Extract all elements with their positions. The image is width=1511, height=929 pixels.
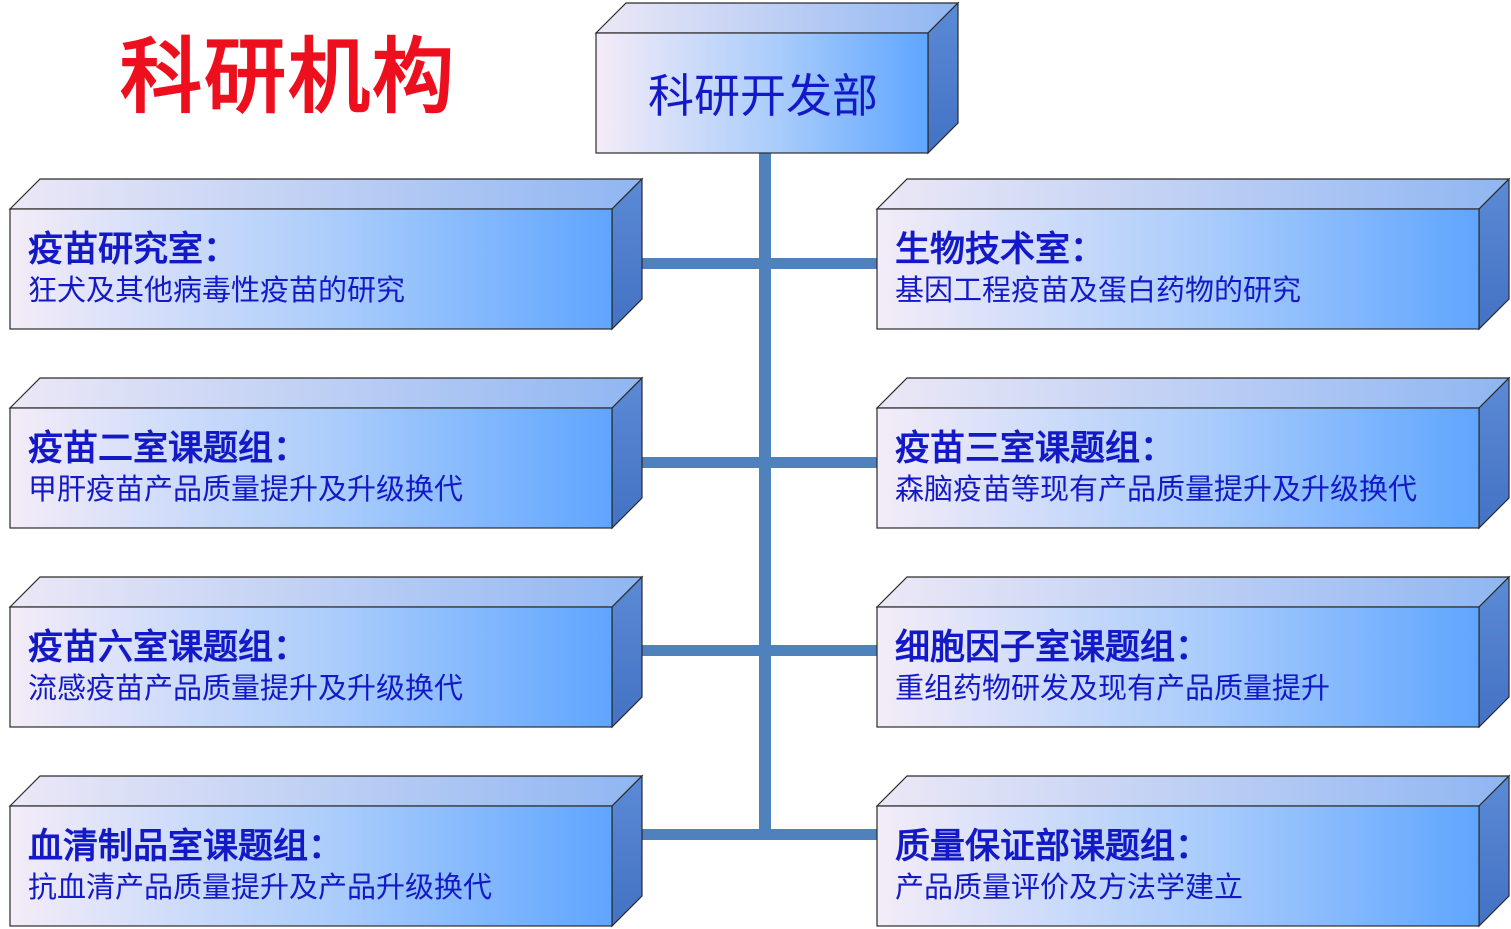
dept-left-4: 血清制品室课题组： 抗血清产品质量提升及产品升级换代: [10, 807, 605, 925]
dept-box-left-4: [8, 774, 644, 928]
page-title: 科研机构: [120, 29, 457, 125]
dept-box-right-3: [875, 575, 1511, 729]
dept-description: 基因工程疫苗及蛋白药物的研究: [895, 273, 1302, 307]
dept-description: 抗血清产品质量提升及产品升级换代: [28, 870, 493, 904]
dept-box-right-1: [875, 177, 1511, 331]
dept-description: 流感疫苗产品质量提升及升级换代: [28, 671, 464, 705]
dept-box-left-2: [8, 376, 644, 530]
dept-name: 生物技术室：: [895, 228, 1106, 270]
dept-name: 质量保证部课题组：: [895, 825, 1211, 867]
dept-left-1: 疫苗研究室： 狂犬及其他病毒性疫苗的研究: [10, 210, 605, 328]
dept-right-1: 生物技术室： 基因工程疫苗及蛋白药物的研究: [877, 210, 1472, 328]
dept-right-2: 疫苗三室课题组： 森脑疫苗等现有产品质量提升及升级换代: [877, 409, 1472, 527]
dept-box-left-1: [8, 177, 644, 331]
dept-name: 疫苗六室课题组：: [28, 626, 309, 668]
dept-description: 森脑疫苗等现有产品质量提升及升级换代: [895, 472, 1418, 506]
dept-description: 狂犬及其他病毒性疫苗的研究: [28, 273, 406, 307]
dept-name: 疫苗二室课题组：: [28, 427, 309, 469]
dept-name: 疫苗研究室：: [28, 228, 239, 270]
connectors: [641, 152, 877, 840]
dept-right-3: 细胞因子室课题组： 重组药物研发及现有产品质量提升: [877, 608, 1472, 726]
dept-description: 产品质量评价及方法学建立: [895, 870, 1244, 904]
branch-line-row-4: [641, 829, 877, 840]
dept-right-4: 质量保证部课题组： 产品质量评价及方法学建立: [877, 807, 1472, 925]
branch-line-row-1: [641, 258, 877, 269]
dept-name: 疫苗三室课题组：: [895, 427, 1176, 469]
root-box: [594, 1, 960, 155]
root-label: 科研开发部: [648, 69, 878, 123]
dept-box-right-4: [875, 774, 1511, 928]
dept-name: 细胞因子室课题组：: [895, 626, 1211, 668]
dept-description: 重组药物研发及现有产品质量提升: [895, 671, 1331, 705]
branch-line-row-3: [641, 645, 877, 656]
trunk-line: [759, 152, 771, 836]
dept-box-right-2: [875, 376, 1511, 530]
dept-left-3: 疫苗六室课题组： 流感疫苗产品质量提升及升级换代: [10, 608, 605, 726]
dept-description: 甲肝疫苗产品质量提升及升级换代: [28, 472, 464, 506]
root-box-front: [595, 32, 929, 154]
root-box-top: [594, 2, 960, 34]
branch-line-row-2: [641, 457, 877, 468]
dept-box-left-3: [8, 575, 644, 729]
dept-name: 血清制品室课题组：: [28, 825, 344, 867]
dept-left-2: 疫苗二室课题组： 甲肝疫苗产品质量提升及升级换代: [10, 409, 605, 527]
